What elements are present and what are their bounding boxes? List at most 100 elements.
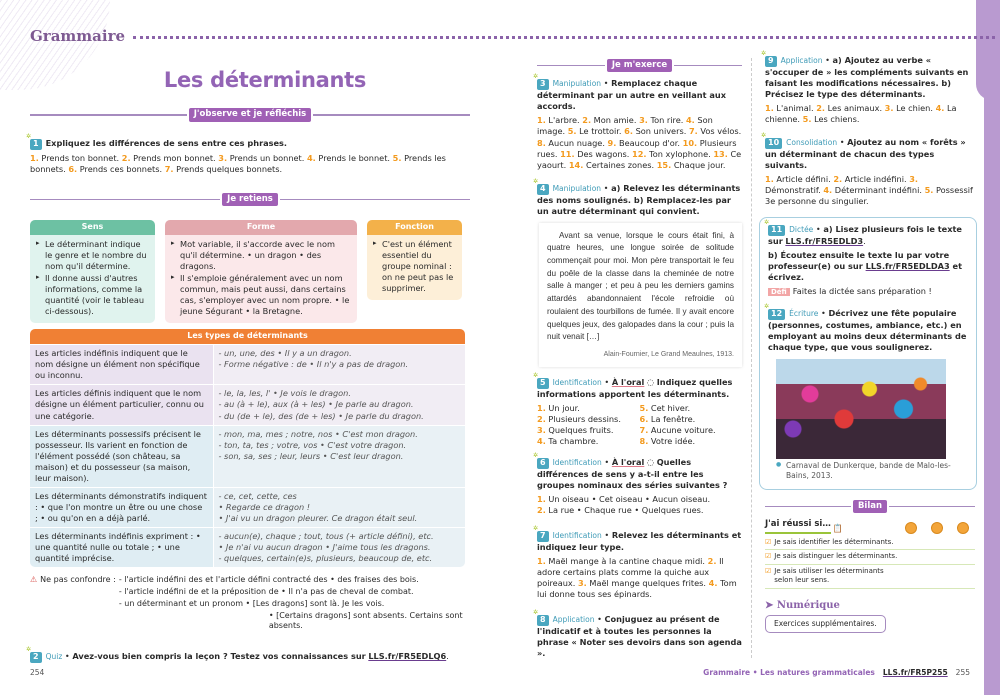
defi-badge: Défi	[768, 288, 790, 297]
footer-link[interactable]: LLS.fr/FR5P255	[882, 668, 948, 677]
type-examples: - le, la, les, l' • Je vois le dragon.- …	[213, 384, 465, 426]
item-text: La rue • Chaque rue • Quelques rues.	[548, 504, 704, 515]
list-item: 2. Mon amie.	[582, 115, 639, 125]
list-item: 7. Aucune voiture.	[640, 425, 743, 436]
item-text: Chaque jour.	[673, 159, 726, 170]
item-text: Plusieurs rues.	[537, 137, 737, 159]
section-retiens: Je retiens	[30, 192, 471, 207]
exercise-category: Application	[780, 56, 823, 65]
item-number: 4.	[306, 152, 316, 163]
smiley-sad-icon[interactable]	[905, 521, 917, 534]
section-label: Je retiens	[222, 192, 278, 207]
exercise-category: Quiz	[45, 652, 63, 662]
item-number: 2.	[833, 174, 843, 185]
item-number: 8.	[537, 137, 546, 148]
checkbox-icon[interactable]: ☑	[765, 537, 772, 546]
item-number: 1.	[537, 402, 546, 413]
exercise-question-end: et écrivez.	[768, 261, 962, 283]
example-line: • Je n'ai vu aucun dragon • J'aime tous …	[218, 542, 431, 553]
passage-source: Alain-Fournier, Le Grand Meaulnes, 1913.	[603, 350, 734, 358]
list-item: 7. Prends quelques bonnets.	[165, 164, 282, 174]
list-item: 3. Maël mange quelques frites.	[578, 578, 709, 588]
item-number: 1.	[537, 493, 546, 504]
example-line: - mon, ma, mes ; notre, nos • C'est mon …	[218, 428, 418, 439]
list-item: 3. Ton rire.	[639, 115, 686, 125]
example-line: • J'ai vu un dragon pleurer. Ce dragon é…	[218, 513, 418, 524]
extra-exercises-button[interactable]: Exercices supplémentaires.	[765, 615, 886, 634]
example-line: - du (de + le), des (de + les) • Je parl…	[218, 410, 424, 421]
list-item: 2. Les animaux.	[816, 103, 884, 113]
list-item: 3. Quelques fruits.	[537, 425, 640, 436]
column-divider	[751, 58, 752, 658]
item-text: Les animaux.	[827, 102, 883, 113]
section-label: J'observe et je réfléchis	[188, 108, 312, 122]
smiley-neutral-icon[interactable]	[931, 521, 943, 534]
list-item: 5. Possessif 3e personne du singulier.	[765, 185, 973, 206]
item-text: Prends le bonnet.	[318, 152, 391, 163]
item-text: Ce yaourt.	[537, 148, 742, 170]
table-row: Les déterminants possessifs précisent le…	[30, 424, 465, 488]
speech-bubble-icon: ◌	[646, 456, 655, 467]
exercise-number: 5	[533, 372, 549, 389]
exercise-number: 1	[26, 133, 42, 150]
list-item: 2. Prends mon bonnet.	[122, 153, 219, 163]
self-check-title: J'ai réussi si…	[765, 519, 831, 534]
item-text: Son image.	[537, 115, 713, 137]
exercise-category: Identification	[552, 530, 602, 540]
list-item: 4. Ta chambre.	[537, 436, 640, 447]
item-text: Prends quelques bonnets.	[176, 163, 283, 174]
oral-badge: À l'oral	[611, 456, 645, 467]
audio-link[interactable]: LLS.fr/FR5EDLDA3	[865, 261, 950, 272]
item-text: Déterminant indéfini.	[834, 185, 922, 196]
card-item: Mot variable, il s'accorde avec le nom q…	[171, 239, 351, 272]
oral-badge: À l'oral	[611, 376, 645, 387]
card-list: Le déterminant indique le genre et le no…	[30, 235, 155, 323]
checkbox-icon[interactable]: ☑	[765, 552, 772, 561]
chapter-title: Grammaire	[30, 27, 126, 45]
example-line: - aucun(e), chaque ; tout, tous (+ artic…	[218, 531, 434, 542]
smiley-happy-icon[interactable]	[957, 521, 969, 534]
list-item: 11. Des wagons.	[560, 149, 632, 159]
list-item: 3. Prends un bonnet.	[218, 153, 307, 163]
section-label: Bilan	[852, 499, 888, 514]
exercise-category: Dictée	[789, 225, 814, 235]
passage-text: Avant sa venue, lorsque le cours était f…	[547, 230, 734, 342]
item-number: 12.	[632, 148, 647, 159]
item-text: Maël mange à la cantine chaque midi.	[548, 555, 706, 566]
item-text: Ton xylophone.	[649, 148, 711, 159]
list-item: 1. Maël mange à la cantine chaque midi.	[537, 556, 708, 566]
list-item: 2. Plusieurs dessins.	[537, 414, 640, 425]
lesson-title: Les déterminants	[163, 68, 367, 92]
item-number: 1.	[30, 152, 39, 163]
card-item: C'est un élément essentiel du groupe nom…	[373, 239, 456, 294]
list-item: 5. Prends les bonnets.	[30, 153, 446, 174]
item-text: Article indéfini.	[844, 174, 907, 185]
exercise-question: Avez-vous bien compris la leçon ? Testez…	[72, 651, 366, 662]
item-text: Aucun nuage.	[548, 137, 605, 148]
speech-bubble-icon: ◌	[646, 376, 655, 387]
item-number: 5.	[639, 402, 649, 413]
item-number: 6.	[639, 413, 649, 424]
list-item: 8. Aucun nuage.	[537, 138, 608, 148]
list-item: 2. Article indéfini.	[833, 174, 909, 184]
exercise-question: Ajoutez au nom « forêts » un déterminant…	[765, 137, 966, 170]
card-forme: Forme Mot variable, il s'accorde avec le…	[165, 220, 357, 324]
quiz-link[interactable]: LLS.fr/FR5EDLQ6	[368, 651, 447, 662]
item-number: 1.	[537, 115, 546, 126]
reading-passage: Avant sa venue, lorsque le cours était f…	[539, 222, 742, 367]
photo-caption: Carnaval de Dunkerque, bande de Malo-les…	[768, 461, 968, 481]
list-item: 10. Plusieurs rues.	[537, 138, 737, 159]
dictee-link[interactable]: LLS.fr/FR5EDLD3	[785, 236, 864, 247]
confondre-line: - l'article indéfini de et la prépositio…	[118, 587, 414, 597]
table-row: Les articles indéfinis indiquent que le …	[30, 344, 465, 385]
checkbox-icon[interactable]: ☑	[765, 566, 772, 575]
item-number: 2.	[707, 555, 717, 566]
card-list: C'est un élément essentiel du groupe nom…	[367, 235, 462, 300]
exercise-number: 9	[761, 50, 777, 67]
